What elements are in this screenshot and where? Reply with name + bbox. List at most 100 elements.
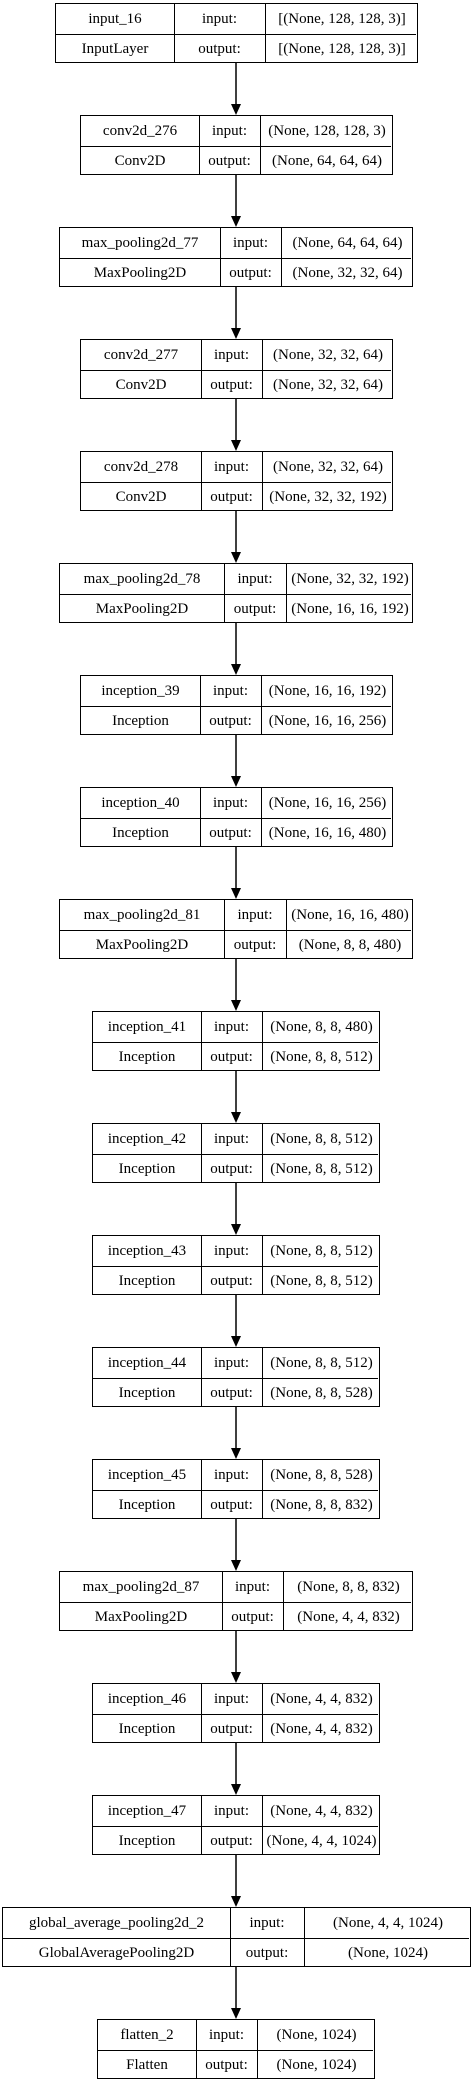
cell-divider	[262, 1460, 263, 1518]
arrowhead	[231, 1224, 241, 1235]
cell-divider	[220, 228, 221, 286]
cell-divider	[201, 1236, 202, 1294]
arrowhead	[231, 328, 241, 339]
cell-divider	[262, 1796, 263, 1854]
row-divider	[81, 706, 391, 707]
layer-type: Flatten	[126, 2056, 168, 2073]
output-shape: (None, 64, 64, 64)	[272, 152, 382, 169]
layer-type: Inception	[118, 1384, 176, 1401]
cell-divider	[201, 1124, 202, 1182]
connector-arrow	[231, 847, 241, 899]
output-key-label: output:	[231, 1608, 274, 1625]
cell-divider	[286, 564, 287, 622]
layer-name: inception_44	[107, 1354, 187, 1371]
cell-divider	[262, 1684, 263, 1742]
arrowhead	[231, 1784, 241, 1795]
output-shape: (None, 4, 4, 832)	[297, 1608, 400, 1625]
arrowhead	[231, 552, 241, 563]
cell-divider	[286, 900, 287, 958]
input-key-label: input:	[213, 1354, 249, 1371]
arrowhead	[231, 1672, 241, 1683]
connector-arrow	[231, 1407, 241, 1459]
cell-divider	[261, 788, 262, 846]
cell-divider	[201, 452, 202, 510]
output-key-label: output:	[233, 600, 277, 617]
layer-type: GlobalAveragePooling2D	[38, 1944, 195, 1961]
input-key-label: input:	[213, 346, 249, 363]
input-shape: (None, 16, 16, 192)	[268, 682, 387, 699]
layer-name: max_pooling2d_81	[83, 906, 201, 923]
cell-divider	[201, 1796, 202, 1854]
output-key-label: output:	[210, 1384, 253, 1401]
layer-name: inception_47	[107, 1802, 187, 1819]
connector-arrow	[231, 1743, 241, 1795]
cell-divider	[230, 1908, 231, 1966]
arrowhead	[231, 104, 241, 115]
input-shape: (None, 4, 4, 832)	[270, 1802, 373, 1819]
layer-type: Inception	[118, 1496, 176, 1513]
layer-type: Inception	[118, 1272, 176, 1289]
arrowhead	[231, 216, 241, 227]
cell-divider	[199, 116, 200, 174]
row-divider	[93, 1826, 378, 1827]
row-divider	[81, 146, 391, 147]
row-divider	[93, 1042, 378, 1043]
input-shape: (None, 1024)	[276, 2026, 357, 2043]
input-key-label: input:	[237, 570, 273, 587]
cell-divider	[262, 452, 263, 510]
input-key-label: input:	[213, 1242, 249, 1259]
input-shape: (None, 4, 4, 832)	[270, 1690, 373, 1707]
connector-arrow	[231, 175, 241, 227]
output-shape: (None, 32, 32, 64)	[292, 264, 403, 281]
layer-type: Inception	[118, 1720, 176, 1737]
output-shape: (None, 1024)	[348, 1944, 428, 1961]
arrowhead	[231, 776, 241, 787]
input-key-label: input:	[208, 2026, 244, 2043]
cell-divider	[224, 564, 225, 622]
output-shape: (None, 16, 16, 480)	[268, 824, 387, 841]
cell-divider	[262, 1348, 263, 1406]
layer-name: conv2d_278	[103, 458, 179, 475]
row-divider	[81, 818, 391, 819]
layer-name: inception_46	[107, 1690, 187, 1707]
output-key-label: output:	[210, 1048, 253, 1065]
input-key-label: input:	[213, 1466, 249, 1483]
connector-arrow	[231, 623, 241, 675]
connector-arrow	[231, 399, 241, 451]
input-shape: (None, 32, 32, 64)	[273, 458, 383, 475]
layer-name: conv2d_276	[102, 122, 178, 139]
input-shape: (None, 16, 16, 480)	[291, 906, 409, 923]
output-shape: (None, 1024)	[276, 2056, 357, 2073]
cell-divider	[262, 340, 263, 398]
arrowhead	[231, 2008, 241, 2019]
layer-name: flatten_2	[120, 2026, 174, 2043]
layer-name: inception_43	[107, 1242, 187, 1259]
cell-divider	[224, 900, 225, 958]
cell-divider	[281, 228, 282, 286]
input-key-label: input:	[213, 1018, 249, 1035]
arrowhead	[231, 1448, 241, 1459]
cell-divider	[304, 1908, 305, 1966]
row-divider	[60, 594, 411, 595]
output-key-label: output:	[210, 1832, 253, 1849]
output-shape: (None, 32, 32, 64)	[273, 376, 383, 393]
input-shape: (None, 8, 8, 512)	[270, 1130, 373, 1147]
cell-divider	[262, 1124, 263, 1182]
connector-arrow	[231, 1631, 241, 1683]
layer-type: MaxPooling2D	[93, 264, 187, 281]
layer-type: MaxPooling2D	[94, 1608, 188, 1625]
input-shape: (None, 128, 128, 3)	[268, 122, 386, 139]
cell-divider	[201, 1460, 202, 1518]
layer-name: max_pooling2d_78	[83, 570, 201, 587]
layer-name: global_average_pooling2d_2	[29, 1914, 204, 1931]
input-shape: (None, 4, 4, 1024)	[333, 1914, 443, 1931]
input-key-label: input:	[213, 458, 249, 475]
output-shape: (None, 16, 16, 256)	[268, 712, 387, 729]
